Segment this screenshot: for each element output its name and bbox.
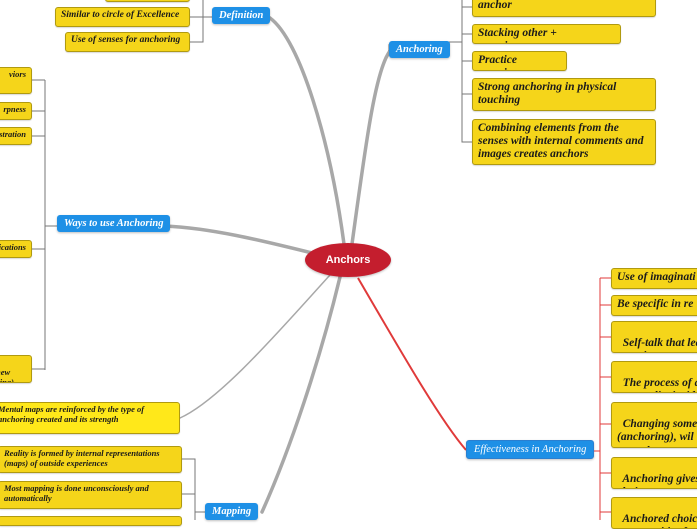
branch-effectiveness-label: Effectiveness in Anchoring — [474, 444, 587, 455]
leaf-anchoring-5[interactable]: Combining elements from the senses with … — [472, 119, 656, 165]
connector-mapping — [260, 275, 342, 514]
leaf-effectiveness-2[interactable]: Be specific in re — [611, 295, 697, 316]
leaf-anchoring-2[interactable]: Stacking other + experiences — [472, 24, 621, 44]
leaf-ways-2[interactable]: rpness — [0, 102, 32, 120]
leaf-mapping-2[interactable]: Most mapping is done unconsciously and a… — [0, 481, 182, 509]
leaf-effectiveness-4[interactable]: The process of a new reality insid — [611, 361, 697, 393]
leaf-text: Be specific in re — [617, 298, 694, 310]
leaf-text: Reality is formed by internal representa… — [4, 448, 160, 468]
branch-effectiveness-in-anchoring[interactable]: Effectiveness in Anchoring — [466, 440, 595, 459]
leaf-text: Stacking other + experiences — [478, 27, 557, 43]
leaf-effectiveness-5[interactable]: Changing somec (anchoring), wil mental s… — [611, 402, 697, 448]
branch-definition[interactable]: Definition — [212, 7, 271, 24]
connector-definition — [268, 16, 346, 246]
leaf-text: Combining elements from the senses with … — [478, 122, 644, 161]
leaf-mapping-partial[interactable] — [0, 516, 182, 526]
leaf-text: rpness — [3, 104, 26, 114]
leaf-text: anchor — [478, 0, 512, 11]
branch-mapping[interactable]: Mapping — [205, 503, 259, 520]
leaf-text: Mental maps are reinforced by the type o… — [0, 404, 145, 424]
leaf-definition-partial[interactable] — [105, 0, 190, 2]
leaf-text: Anchored choice opportunities fo — [617, 513, 697, 528]
leaf-text: Self-talk that lea experience — [617, 337, 697, 352]
branch-anchoring-label: Anchoring — [396, 44, 443, 55]
leaf-text: Changing somec (anchoring), wil mental s… — [617, 418, 697, 447]
leaf-anchoring-3[interactable]: Practice exercises — [472, 51, 567, 71]
leaf-mental-maps[interactable]: Mental maps are reinforced by the type o… — [0, 402, 180, 434]
leaf-ways-3[interactable]: stration — [0, 127, 32, 145]
branch-ways-label: Ways to use Anchoring — [64, 218, 164, 229]
leaf-definition-1[interactable]: Similar to circle of Excellence — [55, 7, 190, 27]
leaf-text: viors — [9, 69, 26, 79]
leaf-text: Strong anchoring in physical touching — [478, 81, 617, 107]
leaf-text: Similar to circle of Excellence — [61, 10, 180, 20]
leaf-effectiveness-3[interactable]: Self-talk that lea experience — [611, 321, 697, 353]
leaf-text: stration — [0, 129, 26, 139]
leaf-text: Use of imaginati — [617, 271, 696, 283]
branch-mapping-label: Mapping — [212, 506, 252, 517]
branch-definition-label: Definition — [219, 10, 264, 21]
leaf-effectiveness-6[interactable]: Anchoring gives choices are pow — [611, 457, 697, 489]
leaf-text: new ving) — [0, 366, 14, 383]
branch-anchoring[interactable]: Anchoring — [389, 41, 450, 58]
leaf-text: Anchoring gives choices are pow — [617, 473, 697, 488]
connector-ways — [163, 224, 318, 256]
central-topic-anchors[interactable]: Anchors — [305, 243, 391, 277]
leaf-ways-1[interactable]: viors — [0, 67, 32, 94]
leaf-effectiveness-7[interactable]: Anchored choice opportunities fo — [611, 497, 697, 529]
leaf-definition-2[interactable]: Use of senses for anchoring — [65, 32, 190, 52]
connector-anchoring — [350, 49, 392, 246]
leaf-effectiveness-1[interactable]: Use of imaginati — [611, 268, 697, 289]
leaf-text: Use of senses for anchoring — [71, 35, 181, 45]
leaf-anchoring-4[interactable]: Strong anchoring in physical touching — [472, 78, 656, 111]
leaf-text: Practice exercises — [478, 54, 521, 70]
leaf-text: Most mapping is done unconsciously and a… — [4, 483, 149, 503]
central-topic-label: Anchors — [325, 254, 371, 266]
leaf-text: The process of a new reality insid — [617, 377, 697, 392]
leaf-ways-4[interactable]: ications — [0, 240, 32, 258]
leaf-text: ications — [0, 242, 26, 252]
branch-ways-to-use-anchoring[interactable]: Ways to use Anchoring — [57, 215, 171, 232]
connector-effectiveness — [357, 277, 467, 451]
leaf-mapping-1[interactable]: Reality is formed by internal representa… — [0, 446, 182, 473]
leaf-ways-5[interactable]: new ving) — [0, 355, 32, 383]
leaf-anchoring-1[interactable]: anchor — [472, 0, 656, 17]
connector-floating — [179, 274, 331, 419]
